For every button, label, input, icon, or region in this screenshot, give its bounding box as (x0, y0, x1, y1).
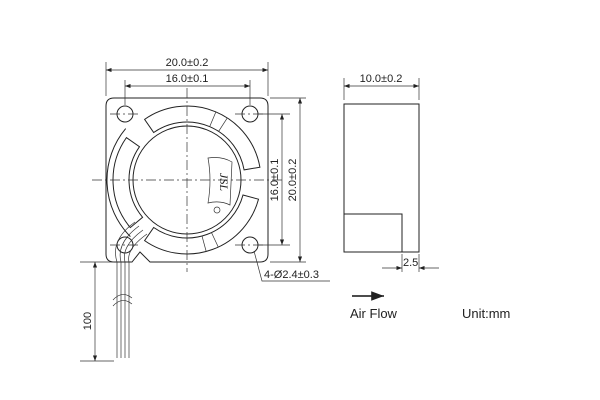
side-step (343, 213, 403, 253)
legend: Air Flow Unit:mm (350, 291, 510, 321)
slot-rib (218, 117, 228, 132)
air-slots (106, 105, 261, 255)
thickness-dimension: 10.0±0.2 (360, 73, 403, 85)
air-slot (112, 136, 144, 229)
unit-label: Unit:mm (462, 306, 510, 321)
brand-logo: JSL (207, 157, 233, 214)
logo-text: JSL (217, 173, 231, 191)
airflow-label: Air Flow (350, 306, 398, 321)
hole-spacing-width-dimension: 16.0±0.1 (166, 73, 209, 85)
fan-side-view: 10.0±0.2 2.5 (343, 73, 439, 272)
overall-width-dimension: 20.0±0.2 (166, 57, 209, 69)
hole-callout: 4-Ø2.4±0.3 (264, 269, 319, 281)
hole-spacing-height-dimension: 16.0±0.1 (269, 159, 281, 202)
wire-length-dimension: 100 (82, 312, 94, 330)
air-slot (143, 194, 260, 255)
rotation-mark-icon (213, 206, 221, 214)
slot-rib (201, 235, 207, 252)
front-dimensions: 20.0±0.2 16.0±0.1 20.0±0.2 16.0±0.1 4-Ø2… (80, 57, 330, 362)
mounting-holes (116, 105, 259, 254)
slot-rib (211, 232, 219, 248)
lead-wires (112, 221, 148, 358)
overall-height-dimension: 20.0±0.2 (287, 159, 299, 202)
side-body (343, 103, 420, 253)
fan-front-view: JSL (92, 88, 282, 358)
fan-frame-outline (105, 97, 269, 263)
air-slot (143, 105, 261, 171)
frame-inner-arc (106, 128, 131, 237)
slot-rib (209, 111, 217, 127)
step-dimension: 2.5 (403, 257, 418, 269)
